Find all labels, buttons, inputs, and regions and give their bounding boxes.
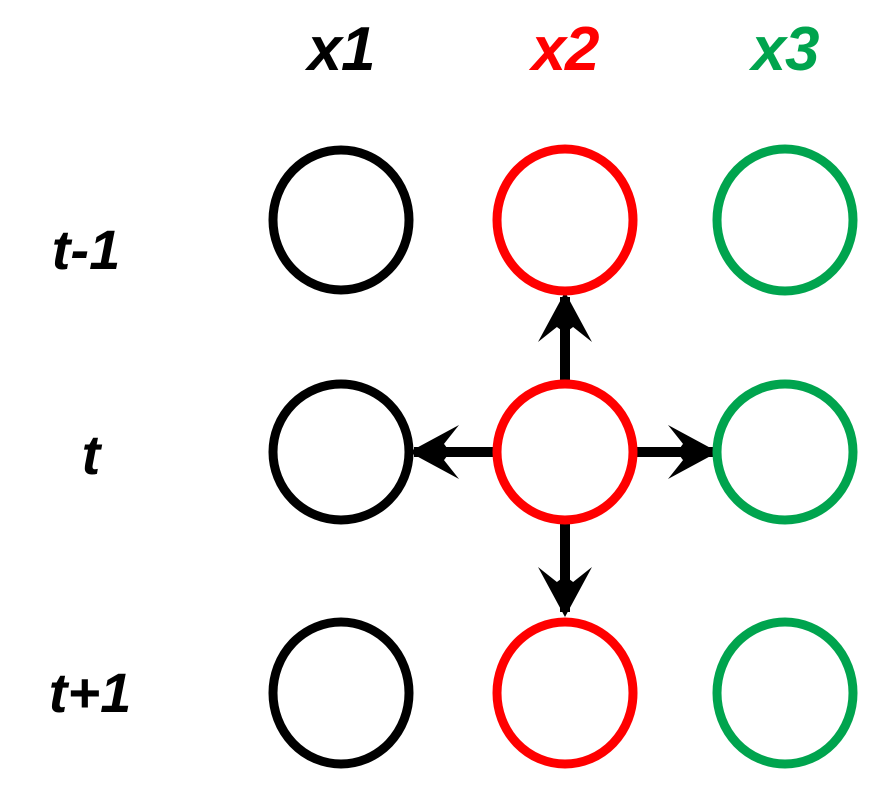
- node-x2_t-1[interactable]: [492, 144, 638, 296]
- arrow-left-head: [409, 425, 459, 479]
- arrow-right-head: [668, 425, 718, 479]
- row-label-t: t: [81, 423, 101, 486]
- node-x2_t+1[interactable]: [492, 617, 638, 769]
- node-x3_t[interactable]: [712, 379, 858, 525]
- node-group: [268, 144, 858, 769]
- node-x3_t-1[interactable]: [712, 144, 858, 296]
- node-x1_t[interactable]: [268, 379, 414, 525]
- column-header-x3: x3: [751, 15, 820, 84]
- arrow-right: [631, 425, 718, 479]
- row-label-t-minus-1: t-1: [51, 218, 121, 281]
- node-x3_t+1[interactable]: [712, 617, 858, 769]
- arrow-down-head: [538, 567, 592, 617]
- arrow-up: [538, 292, 592, 384]
- arrow-down: [538, 519, 592, 617]
- node-x1_t-1[interactable]: [268, 145, 414, 295]
- column-header-x1: x1: [307, 15, 376, 84]
- node-x1_t+1[interactable]: [268, 617, 414, 769]
- arrow-left: [409, 425, 499, 479]
- row-label-t-plus-1: t+1: [48, 661, 132, 724]
- node-x2_t[interactable]: [492, 379, 638, 525]
- column-header-x2: x2: [531, 15, 600, 84]
- arrow-group: [409, 292, 718, 617]
- arrow-up-head: [538, 292, 592, 342]
